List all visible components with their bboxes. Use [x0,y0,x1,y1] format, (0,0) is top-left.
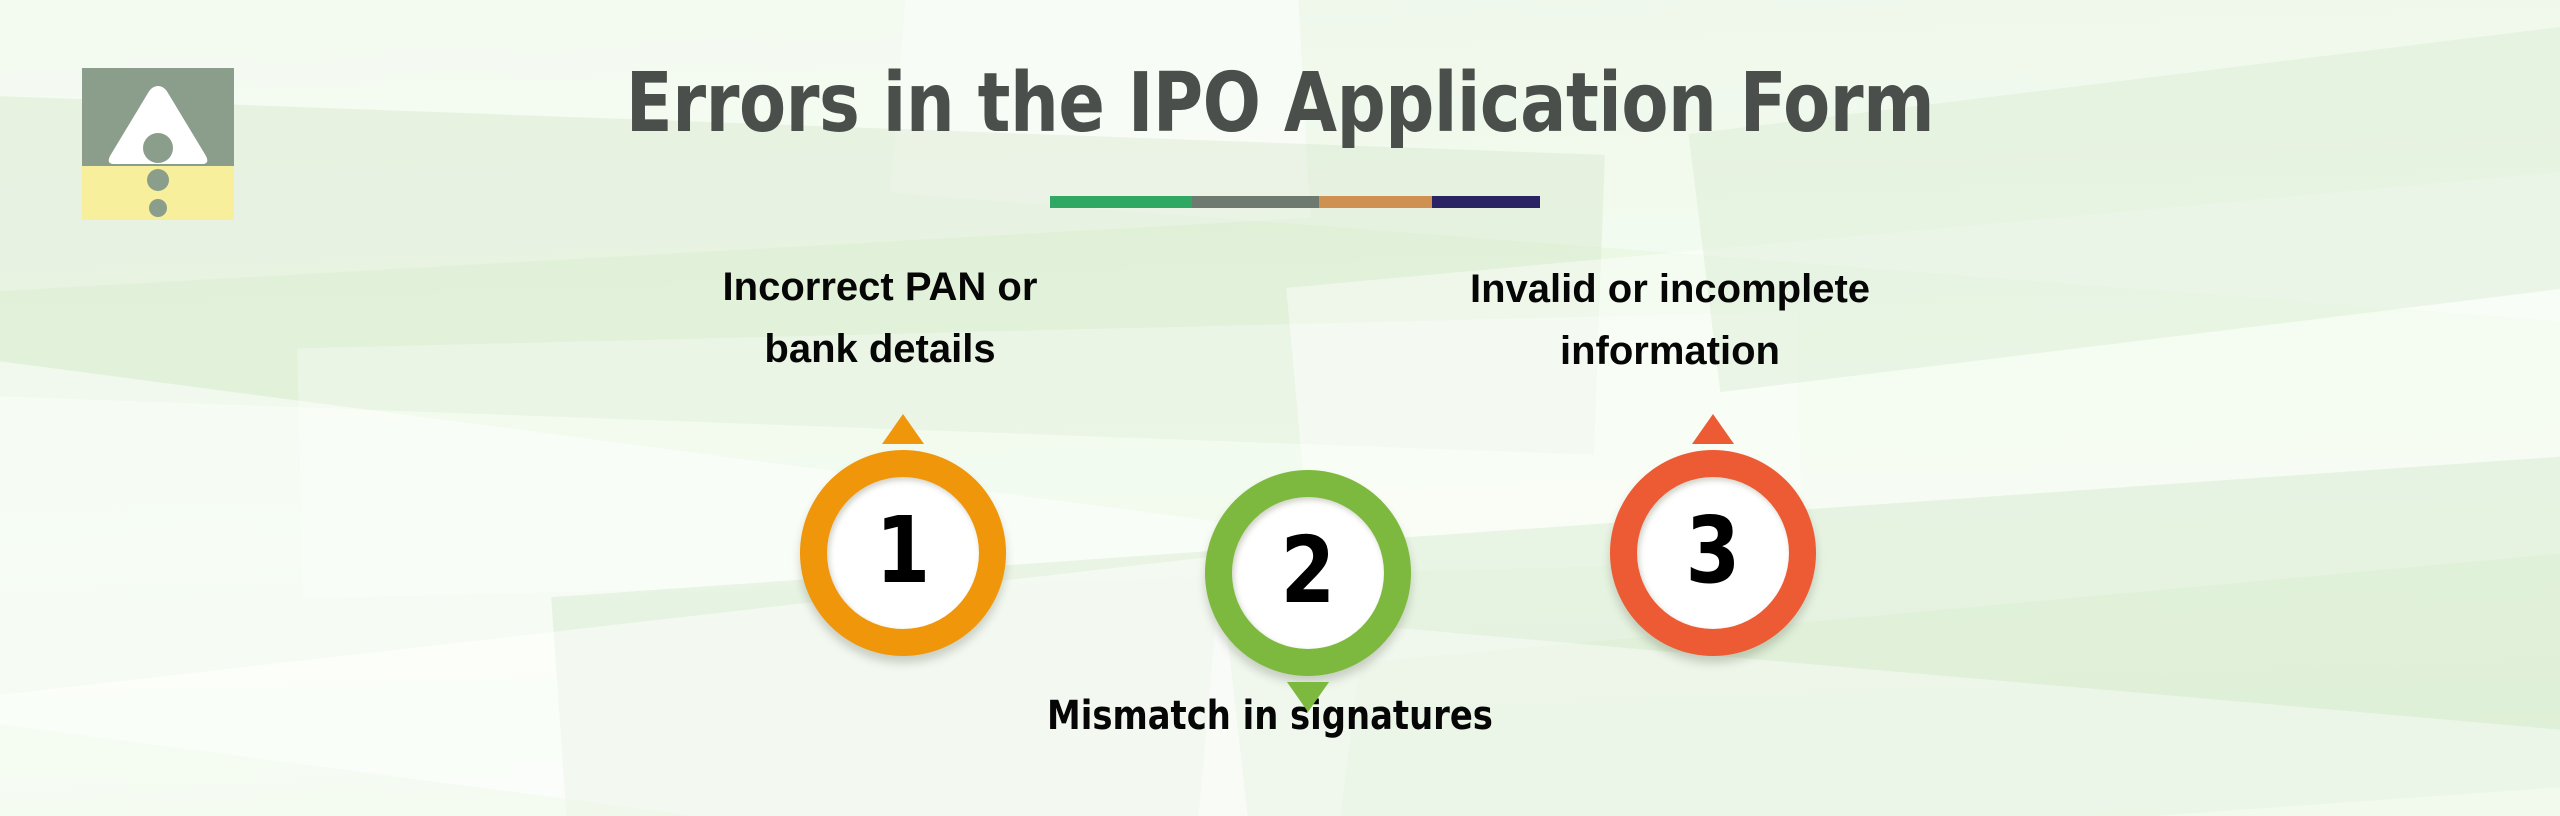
pointer-up-icon-3 [1692,414,1734,444]
step-node-3[interactable]: 3 [1610,414,1816,656]
background-facet [0,556,1253,816]
step-label-2: Mismatch in signatures [1047,693,1493,739]
accent-segment-tan [1319,196,1433,208]
step-ring-3: 3 [1610,450,1816,656]
page-title: Errors in the IPO Application Form [625,56,1935,151]
accent-segment-green [1050,196,1193,208]
step-inner-circle-2: 2 [1232,497,1384,649]
step-inner-circle-3: 3 [1637,477,1789,629]
warning-triangle-logo [82,68,234,220]
pointer-up-icon-1 [882,414,924,444]
step-ring-1: 1 [800,450,1006,656]
step-node-2[interactable]: 2 [1205,470,1411,712]
step-number-3: 3 [1685,497,1741,604]
background-facet [1286,133,2560,667]
accent-segment-navy [1432,196,1540,208]
pointer-down-icon-2 [1287,682,1329,712]
step-number-1: 1 [875,497,931,604]
logo-glyph [108,86,208,217]
title-accent-bar [1050,196,1540,208]
step-inner-circle-1: 1 [827,477,979,629]
step-label-3: Invalid or incomplete information [1469,267,1871,373]
step-node-1[interactable]: 1 [800,414,1006,656]
step-number-2: 2 [1280,517,1336,624]
step-label-1: Incorrect PAN or bank details [722,265,1038,371]
accent-segment-gray [1192,196,1320,208]
step-ring-2: 2 [1205,470,1411,676]
